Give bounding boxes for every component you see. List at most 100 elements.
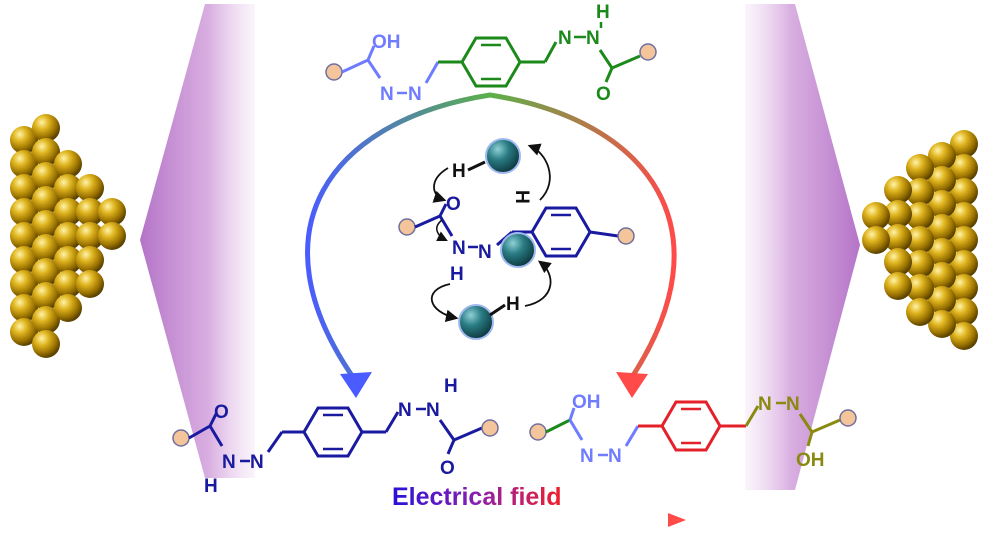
mid-n2-label: N bbox=[478, 242, 492, 263]
gold-atom bbox=[928, 190, 956, 218]
gold-atom bbox=[950, 202, 978, 230]
gold-atom bbox=[32, 138, 60, 166]
gold-atom bbox=[906, 154, 934, 182]
gold-atom bbox=[928, 166, 956, 194]
top-oh-label: OH bbox=[372, 32, 401, 53]
gold-atom bbox=[32, 330, 60, 358]
gold-atom bbox=[10, 126, 38, 154]
right-lead bbox=[745, 4, 860, 490]
top-right-substituent bbox=[639, 43, 657, 61]
mid-h4-label: H bbox=[506, 294, 520, 315]
gold-atom bbox=[906, 250, 934, 278]
mid-n1-label: N bbox=[452, 238, 466, 259]
right-gold-electrode bbox=[862, 130, 978, 350]
top-molecule: OH N N N N H O bbox=[325, 2, 657, 105]
gold-atom bbox=[928, 310, 956, 338]
gold-atom bbox=[76, 246, 104, 274]
gold-atom bbox=[906, 274, 934, 302]
gold-atom bbox=[884, 248, 912, 276]
gold-atom bbox=[76, 198, 104, 226]
gold-atom bbox=[76, 270, 104, 298]
gold-atom bbox=[10, 198, 38, 226]
gold-atom bbox=[32, 282, 60, 310]
bl-o2-label: O bbox=[440, 458, 455, 479]
gold-atom bbox=[54, 246, 82, 274]
gold-atom bbox=[862, 226, 890, 254]
gold-atom bbox=[10, 222, 38, 250]
proton-top bbox=[485, 138, 521, 174]
gold-atom bbox=[54, 198, 82, 226]
gold-atom bbox=[10, 150, 38, 178]
br-n3-label: N bbox=[758, 394, 772, 415]
gold-atom bbox=[32, 114, 60, 142]
br-oh-label: OH bbox=[572, 392, 601, 413]
top-n2-label: N bbox=[408, 84, 422, 105]
gold-atom bbox=[884, 224, 912, 252]
gold-atom bbox=[906, 178, 934, 206]
gold-atom bbox=[10, 174, 38, 202]
br-n2-label: N bbox=[608, 446, 622, 467]
gold-atom bbox=[950, 298, 978, 326]
gold-atom bbox=[928, 214, 956, 242]
br-n4-label: N bbox=[786, 394, 800, 415]
gold-atom bbox=[950, 274, 978, 302]
gold-atom bbox=[862, 202, 890, 230]
gold-atom bbox=[884, 200, 912, 228]
center-molecule: O N N H H H H bbox=[398, 138, 635, 340]
gold-atom bbox=[884, 176, 912, 204]
gold-atom bbox=[950, 154, 978, 182]
gold-atom bbox=[950, 322, 978, 350]
gold-atom bbox=[950, 226, 978, 254]
gold-atom bbox=[32, 186, 60, 214]
gold-atom bbox=[54, 174, 82, 202]
gold-atom bbox=[928, 286, 956, 314]
top-nh-h-label: H bbox=[596, 2, 610, 23]
gold-atom bbox=[98, 198, 126, 226]
top-n1-label: N bbox=[380, 84, 394, 105]
top-n4-label: N bbox=[586, 28, 600, 49]
gold-atom bbox=[32, 306, 60, 334]
bl-n4-label: N bbox=[426, 400, 440, 421]
gold-atom bbox=[906, 298, 934, 326]
bl-n3-label: N bbox=[398, 400, 412, 421]
mid-o-label: O bbox=[446, 194, 461, 215]
gold-atom bbox=[10, 294, 38, 322]
gold-atom bbox=[32, 258, 60, 286]
gold-atom bbox=[32, 234, 60, 262]
gold-atom bbox=[906, 202, 934, 230]
mid-h-vertical-label: H bbox=[511, 190, 532, 204]
gold-atom bbox=[928, 238, 956, 266]
gold-atom bbox=[950, 250, 978, 278]
gold-atom bbox=[76, 174, 104, 202]
bl-h-label: H bbox=[204, 476, 218, 497]
gold-atom bbox=[884, 272, 912, 300]
gold-atom bbox=[54, 294, 82, 322]
top-o-label: O bbox=[596, 84, 611, 105]
br-n1-label: N bbox=[580, 446, 594, 467]
top-n3-label: N bbox=[558, 28, 572, 49]
left-gold-electrode bbox=[10, 114, 126, 358]
gold-atom bbox=[32, 162, 60, 190]
bl-n2-label: N bbox=[250, 452, 264, 473]
gold-atom bbox=[54, 150, 82, 178]
mid-h3-label: H bbox=[450, 264, 464, 285]
bl-n1-label: N bbox=[222, 452, 236, 473]
proton-bottom bbox=[458, 304, 494, 340]
cycle-arrowhead-left bbox=[340, 372, 372, 398]
gold-atom bbox=[54, 270, 82, 298]
field-arrowhead-icon bbox=[668, 513, 686, 527]
gold-atom bbox=[928, 262, 956, 290]
gold-atom bbox=[76, 222, 104, 250]
left-lead bbox=[140, 4, 255, 478]
gold-atom bbox=[906, 226, 934, 254]
electrical-field-caption: Electrical field bbox=[392, 483, 562, 511]
gold-atom bbox=[950, 178, 978, 206]
gold-atom bbox=[10, 318, 38, 346]
cycle-arc bbox=[305, 92, 677, 382]
gold-atom bbox=[98, 222, 126, 250]
top-left-substituent bbox=[325, 63, 343, 81]
gold-atom bbox=[10, 246, 38, 274]
gold-atom bbox=[10, 270, 38, 298]
gold-atom bbox=[928, 142, 956, 170]
